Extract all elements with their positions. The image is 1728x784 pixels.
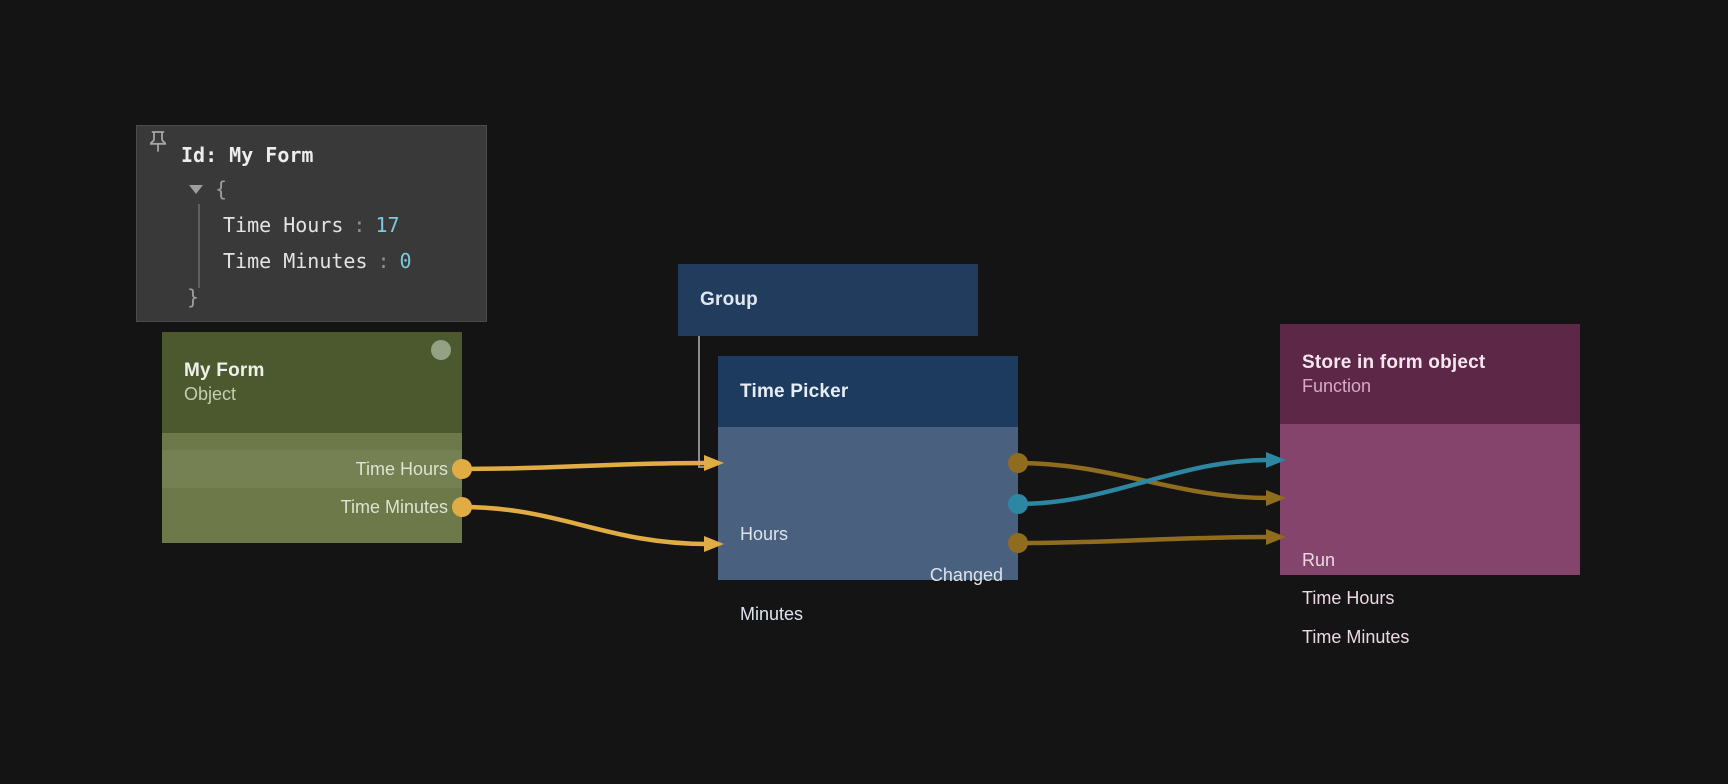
- field-colon: :: [353, 213, 366, 237]
- node-my-form-header[interactable]: My Form Object: [162, 332, 462, 433]
- tree-indent-guide: [198, 204, 200, 288]
- close-brace: }: [187, 285, 200, 309]
- pin-icon[interactable]: [146, 128, 170, 156]
- port-row-hours[interactable]: Hours: [718, 514, 1018, 554]
- node-store-subtitle: Function: [1302, 375, 1372, 396]
- port-label-store-time-hours: Time Hours: [1302, 587, 1395, 608]
- node-group[interactable]: Group: [678, 264, 978, 336]
- node-time-picker-body: Hours Changed Minutes: [718, 427, 1018, 624]
- node-store-body: Run Time Hours Time Minutes: [1280, 424, 1580, 647]
- port-row-time-minutes-input[interactable]: Time Minutes: [1280, 618, 1580, 656]
- node-time-picker-header[interactable]: Time Picker: [718, 356, 1018, 427]
- node-my-form-body: Time Hours Time Minutes: [162, 433, 462, 543]
- node-group-title: Group: [700, 289, 758, 310]
- node-time-picker[interactable]: Time Picker Hours Changed Minutes: [718, 356, 1018, 624]
- wire-my-form-hours-to-picker-hours[interactable]: [461, 460, 708, 472]
- port-row-time-hours-output[interactable]: Time Hours: [162, 450, 462, 488]
- node-my-form-title: My Form: [184, 360, 265, 381]
- node-store-header[interactable]: Store in form object Function: [1280, 324, 1580, 424]
- field-key: Time Hours: [223, 213, 344, 237]
- port-label-hours: Hours: [740, 523, 789, 544]
- collapse-arrow-icon[interactable]: [189, 184, 203, 194]
- wire-picker-hours-to-store-time-hours[interactable]: [1017, 460, 1270, 501]
- field-value: 17: [375, 213, 400, 237]
- port-row-minutes[interactable]: Minutes: [718, 594, 1018, 634]
- node-time-picker-title: Time Picker: [740, 380, 849, 402]
- open-brace: {: [215, 177, 228, 201]
- inspector-title-row: Id: My Form: [137, 137, 486, 173]
- pinned-value-inspector[interactable]: Id: My Form { Time Hours : 17 Time Minut…: [136, 125, 487, 322]
- group-link-line: [698, 336, 712, 468]
- inspector-title: Id: My Form: [181, 143, 314, 167]
- inspector-field-row: Time Hours : 17: [137, 207, 486, 243]
- port-label-time-minutes: Time Minutes: [340, 496, 448, 517]
- port-row-time-hours-input[interactable]: Time Hours: [1280, 579, 1580, 617]
- port-label-changed: Changed: [929, 564, 1003, 585]
- port-label-store-time-minutes: Time Minutes: [1302, 626, 1410, 647]
- port-row-changed[interactable]: Changed: [718, 555, 1018, 595]
- inspector-close-row: }: [137, 279, 486, 315]
- port-row-time-minutes-output[interactable]: Time Minutes: [162, 488, 462, 526]
- inspector-field-row: Time Minutes : 0: [137, 243, 486, 279]
- node-store-title: Store in form object: [1302, 351, 1486, 373]
- wire-picker-minutes-to-store-time-minutes[interactable]: [1017, 534, 1270, 546]
- field-key: Time Minutes: [223, 249, 368, 273]
- port-row-run-input[interactable]: Run: [1280, 541, 1580, 579]
- port-label-time-hours: Time Hours: [355, 458, 448, 479]
- node-my-form-subtitle: Object: [184, 384, 237, 404]
- node-status-dot[interactable]: [431, 340, 451, 360]
- node-my-form[interactable]: My Form Object Time Hours Time Minutes: [162, 332, 462, 543]
- port-label-minutes: Minutes: [740, 603, 804, 624]
- field-colon: :: [377, 249, 390, 273]
- wire-picker-changed-to-store-run[interactable]: [1017, 457, 1270, 507]
- field-value: 0: [399, 249, 412, 273]
- port-label-run: Run: [1302, 549, 1336, 570]
- wire-my-form-minutes-to-picker-minutes[interactable]: [461, 504, 708, 547]
- node-store-in-form-object[interactable]: Store in form object Function Run Time H…: [1280, 324, 1580, 647]
- inspector-object-row: {: [137, 171, 486, 207]
